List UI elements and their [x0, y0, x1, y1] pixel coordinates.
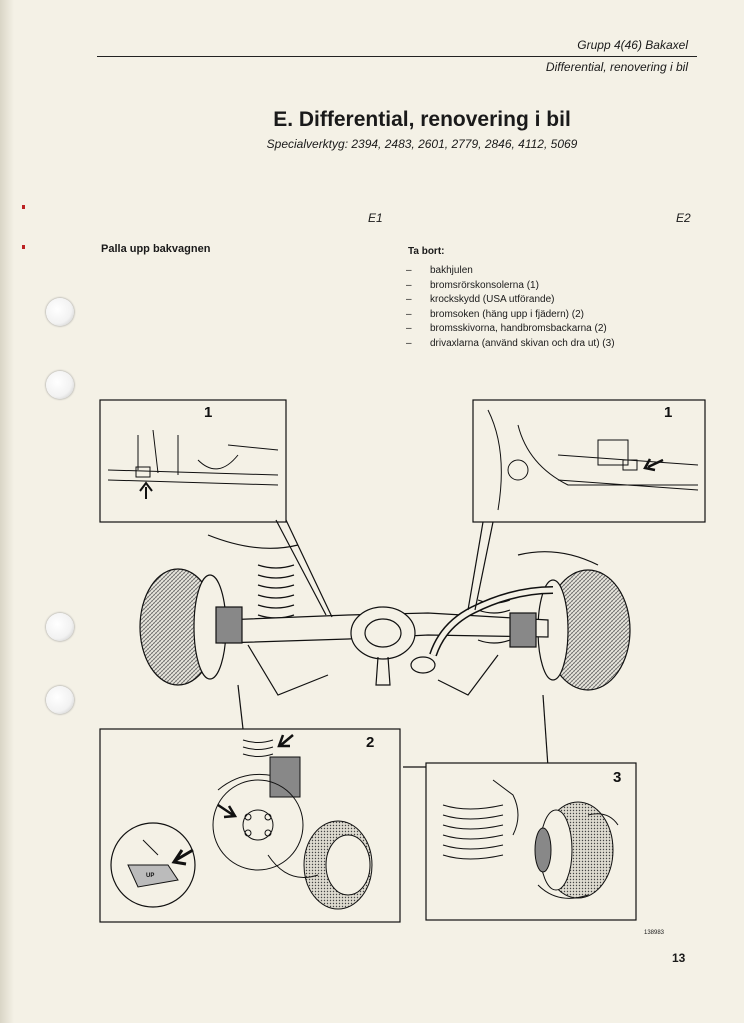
header-rule — [97, 56, 697, 57]
page-number: 13 — [672, 951, 686, 965]
punch-hole — [46, 613, 74, 641]
removal-list: bakhjulen bromsrörskonsolerna (1) krocks… — [406, 264, 615, 352]
list-item: bromsrörskonsolerna (1) — [406, 279, 615, 294]
step-e1-heading: Palla upp bakvagnen — [101, 243, 211, 255]
list-item: bromsoken (häng upp i fjädern) (2) — [406, 308, 615, 323]
figure-number: 138983 — [644, 930, 665, 936]
special-tools: Specialverktyg: 2394, 2483, 2601, 2779, … — [266, 137, 578, 151]
inset-2: UP 2 — [99, 684, 401, 923]
page-title: E. Differential, renovering i bil — [273, 108, 571, 131]
callout-number: 3 — [613, 769, 621, 786]
edge-mark — [22, 245, 25, 249]
list-item: bromsskivorna, handbromsbackarna (2) — [406, 322, 615, 337]
callout-number: 2 — [366, 734, 374, 751]
inset-3: 3 — [403, 694, 637, 921]
page-edge — [0, 0, 14, 1023]
callout-number: 1 — [664, 404, 672, 421]
punch-hole — [46, 686, 74, 714]
step-e2-label: E2 — [676, 211, 691, 225]
punch-hole — [46, 371, 74, 399]
list-item: krockskydd (USA utförande) — [406, 293, 615, 308]
punch-hole — [46, 298, 74, 326]
list-item: bakhjulen — [406, 264, 615, 279]
edge-mark — [22, 205, 25, 209]
axle-overview — [139, 534, 631, 696]
inset-1-left: 1 — [99, 399, 287, 523]
callout-number: 1 — [204, 404, 212, 421]
header-group: Grupp 4(46) Bakaxel — [577, 38, 688, 52]
step-e1-label: E1 — [368, 211, 383, 225]
list-item: drivaxlarna (använd skivan och dra ut) (… — [406, 337, 615, 352]
step-e2-heading: Ta bort: — [408, 246, 445, 257]
inset-1-right: 1 — [472, 399, 706, 523]
rear-axle-illustration: 1 1 — [99, 399, 706, 923]
up-label: UP — [146, 873, 154, 879]
header-section: Differential, renovering i bil — [545, 60, 688, 74]
